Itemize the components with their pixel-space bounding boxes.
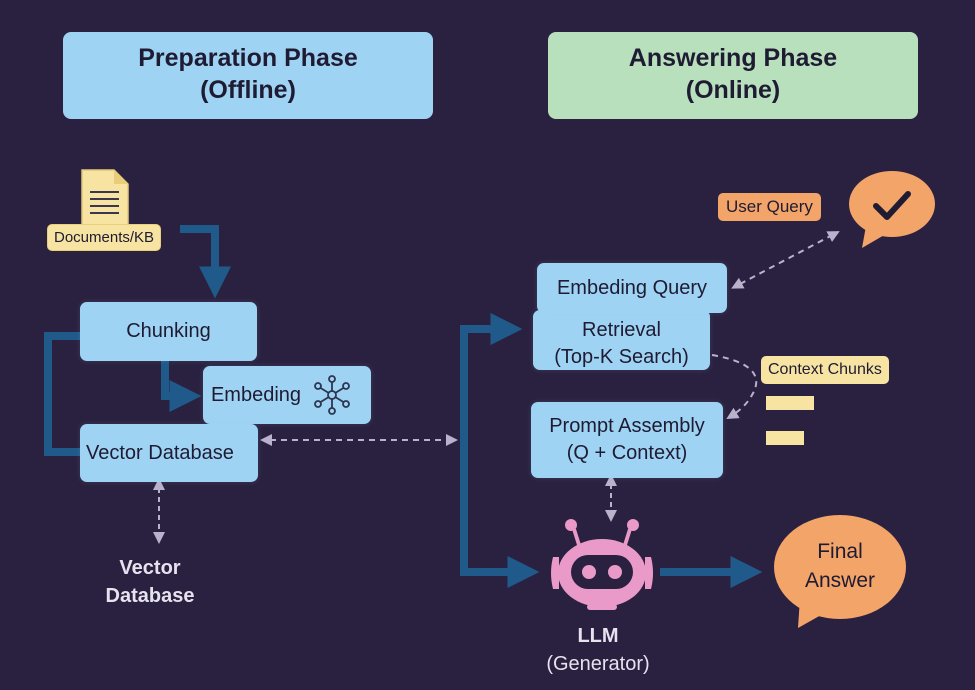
final-answer-line2: Answer	[804, 569, 876, 592]
embeding-box: Embeding	[203, 366, 371, 424]
retrieval-box: Retrieval (Top-K Search)	[533, 310, 710, 370]
final-answer-line1: Final	[817, 540, 863, 563]
embeding-label: Embeding	[210, 383, 302, 406]
llm-title: LLM	[577, 625, 619, 647]
context-chunks-tag: Context Chunks	[761, 356, 889, 384]
answering-phase-header: Answering Phase (Online)	[548, 32, 918, 119]
document-icon	[81, 169, 129, 229]
prompt-assembly-sublabel: (Q + Context)	[566, 442, 688, 464]
retrieval-label: Retrieval	[582, 319, 661, 341]
vector-database-caption: Vector Database	[100, 554, 200, 610]
prompt-assembly-box: Prompt Assembly (Q + Context)	[531, 402, 723, 478]
retrieval-sublabel: (Top-K Search)	[554, 346, 689, 368]
chunking-box: Chunking	[80, 302, 257, 361]
preparation-phase-title: Preparation Phase	[138, 44, 358, 72]
prompt-assembly-label: Prompt Assembly	[549, 415, 705, 437]
vector-database-box: Vector Database	[80, 424, 258, 482]
chunking-label: Chunking	[126, 320, 211, 342]
final-answer-text: Final Answer	[785, 537, 895, 595]
context-chunk-bar	[766, 396, 814, 410]
vector-database-caption-line2: Database	[105, 585, 195, 607]
dashed-userquery-to-embq	[731, 231, 840, 289]
llm-subtitle: (Generator)	[546, 653, 650, 675]
arrow-docs-to-chunking	[180, 225, 231, 299]
vector-database-caption-line1: Vector	[119, 557, 181, 579]
llm-label: LLM (Generator)	[523, 622, 673, 678]
vector-database-label: Vector Database	[86, 441, 234, 464]
arrow-trunk-to-llm	[460, 556, 540, 588]
arrow-chunking-to-embeding	[161, 361, 202, 412]
documents-node: Documents/KB	[47, 168, 169, 251]
preparation-phase-header: Preparation Phase (Offline)	[63, 32, 433, 119]
answering-phase-title: Answering Phase	[628, 44, 838, 72]
embeding-query-label: Embeding Query	[556, 276, 708, 299]
context-chunk-bar	[766, 431, 804, 445]
loop-chunking-vectordb	[44, 332, 80, 456]
arrow-trunk-to-retrieval	[460, 313, 523, 570]
user-query-tag: User Query	[718, 193, 821, 221]
network-nodes-icon	[314, 375, 350, 415]
answering-phase-subtitle: (Online)	[685, 76, 781, 104]
documents-label: Documents/KB	[47, 224, 162, 251]
robot-icon	[551, 519, 653, 610]
preparation-phase-subtitle: (Offline)	[200, 76, 296, 104]
check-speech-bubble-icon	[849, 171, 935, 248]
embeding-query-box: Embeding Query	[537, 263, 727, 313]
